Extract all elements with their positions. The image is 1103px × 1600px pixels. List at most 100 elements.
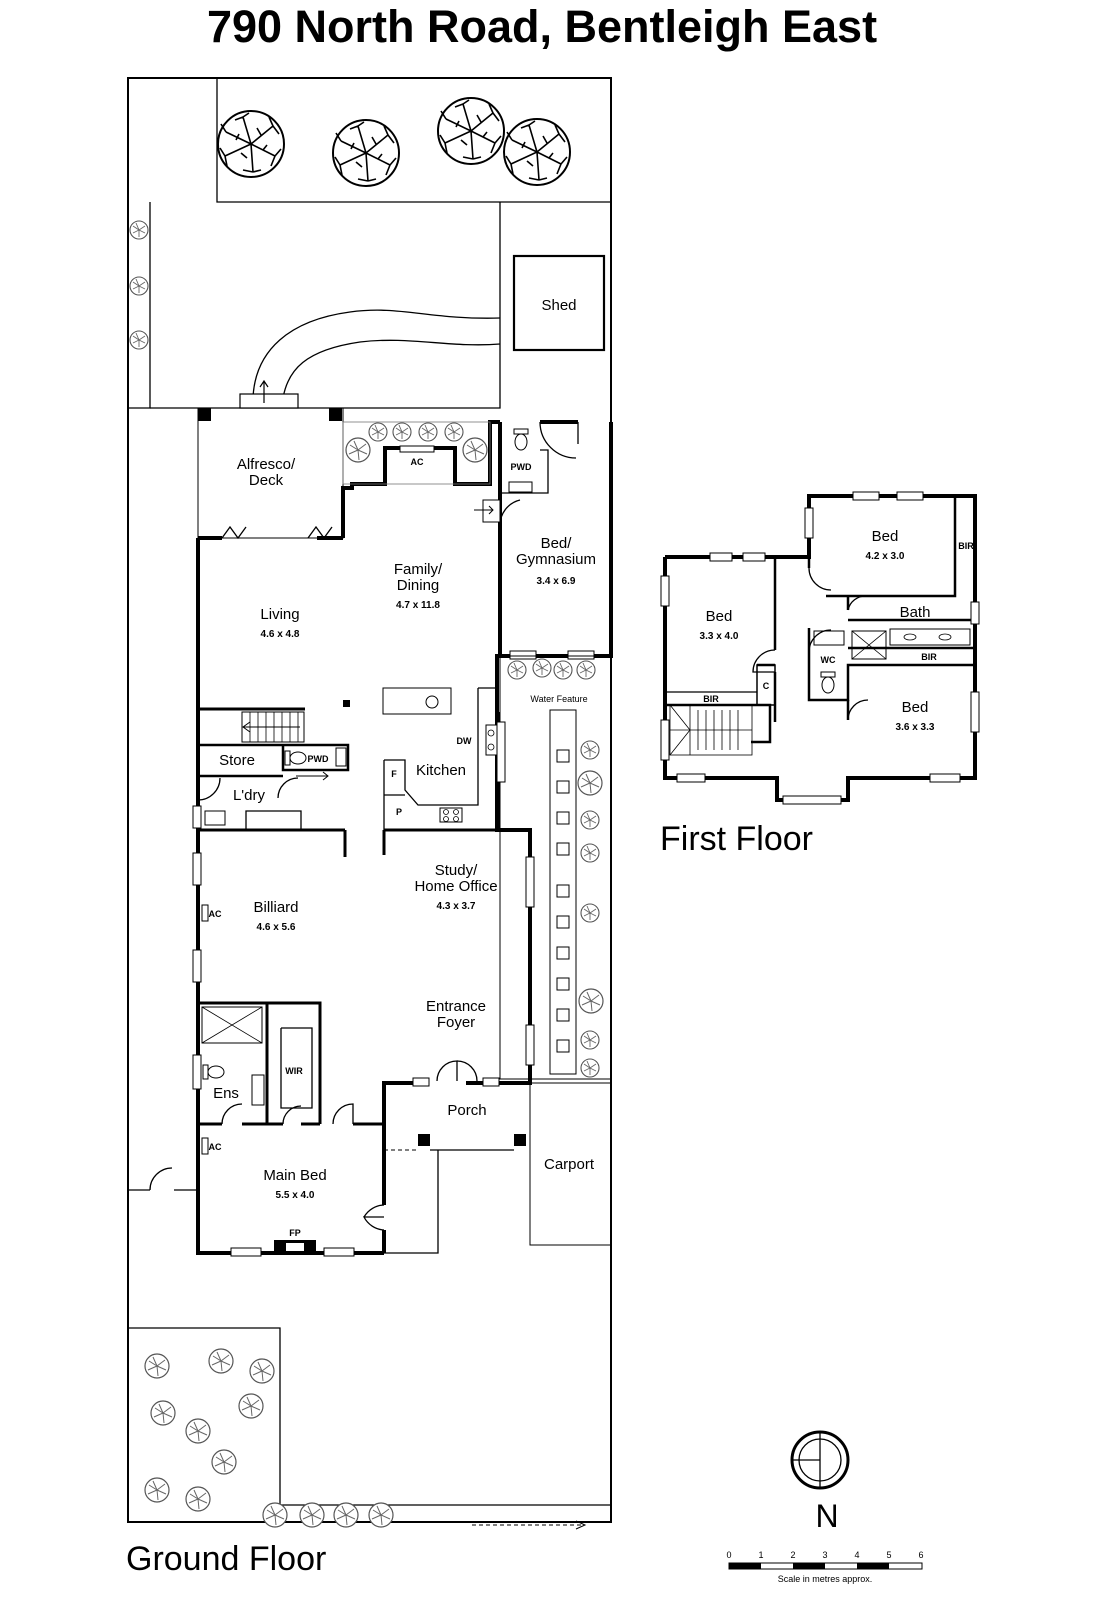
tree-icon	[332, 119, 400, 187]
basin	[508, 481, 533, 493]
shrub-icon	[553, 660, 573, 680]
compass: N	[790, 1430, 850, 1534]
alfresco-label: Alfresco/	[237, 456, 296, 473]
door-swing	[808, 567, 832, 591]
window	[192, 949, 202, 983]
bir-label: BIR	[958, 541, 974, 551]
scale-ticks: 0 1 2 3 4 5 6	[726, 1550, 923, 1560]
shrub-icon	[144, 1353, 170, 1379]
front-door	[436, 1060, 458, 1082]
shrub-icon	[238, 1393, 264, 1419]
shower-cross	[201, 1006, 263, 1044]
shrub-icon	[249, 1358, 275, 1384]
carport-label: Carport	[544, 1156, 595, 1173]
shrub-icon	[368, 1502, 394, 1528]
garden-path	[282, 339, 501, 399]
wir-shelf	[280, 1027, 313, 1109]
shrub-icon	[333, 1502, 359, 1528]
pwd-wall	[500, 449, 549, 494]
shrub-icon	[368, 422, 388, 442]
fireplace-opening	[286, 1243, 304, 1251]
window	[970, 691, 980, 733]
alfresco-label: Deck	[249, 472, 284, 489]
basin	[938, 633, 952, 641]
basin	[335, 747, 347, 767]
kitchen-bench	[478, 687, 498, 830]
window	[192, 852, 202, 886]
porch-label: Porch	[447, 1102, 486, 1119]
window	[496, 721, 506, 783]
scale-tick: 1	[758, 1550, 763, 1560]
living-label: Living	[260, 606, 299, 623]
ac-label: AC	[411, 457, 424, 467]
pantry-label: P	[396, 807, 402, 817]
window	[852, 491, 880, 501]
door-swing	[282, 1105, 302, 1125]
vanity	[889, 628, 971, 646]
laundry-tub	[204, 810, 226, 826]
window	[323, 1247, 355, 1257]
shrub-icon	[299, 1502, 325, 1528]
shed	[512, 254, 606, 352]
window	[929, 773, 961, 783]
shrub-icon	[211, 1449, 237, 1475]
bir-label: BIR	[703, 694, 719, 704]
step	[239, 393, 299, 409]
scale-segment	[857, 1563, 889, 1569]
stepping-stones	[556, 749, 570, 1053]
shower-cross	[851, 630, 887, 660]
shrub-icon	[129, 330, 149, 350]
ensuite-label: Ens	[213, 1085, 239, 1102]
toilet-icon	[820, 671, 836, 694]
bifold-door	[307, 525, 333, 540]
kitchen-island	[382, 687, 452, 715]
window	[709, 552, 733, 562]
family-label: Dining	[397, 577, 440, 594]
window	[509, 650, 537, 660]
ac-unit	[201, 1137, 209, 1155]
shower	[851, 630, 887, 660]
entrance-label: Foyer	[437, 1014, 475, 1031]
scale-caption: Scale in metres approx.	[778, 1574, 873, 1584]
sink	[487, 743, 495, 751]
window	[192, 805, 202, 829]
kitchen-label: Kitchen	[416, 762, 466, 779]
ac-billiard-label: AC	[209, 909, 222, 919]
door-swing	[808, 629, 832, 653]
arrow-left-icon	[242, 721, 300, 733]
shrub-icon	[150, 1400, 176, 1426]
door-swing	[752, 649, 776, 673]
main-bed-label: Main Bed	[263, 1167, 326, 1184]
door-swing	[539, 421, 577, 459]
water-feature-label: Water Feature	[530, 694, 587, 704]
first-floor-walls	[663, 494, 977, 802]
toilet-icon	[202, 1064, 225, 1080]
door-swing	[332, 1103, 354, 1125]
window	[230, 1247, 262, 1257]
scale-segment	[729, 1563, 761, 1569]
shrub-icon	[532, 658, 552, 678]
window	[782, 795, 842, 805]
gate	[149, 1167, 173, 1191]
shrub-icon	[418, 422, 438, 442]
garden-path	[252, 309, 501, 399]
shrub-icon	[144, 1477, 170, 1503]
pwd-label: PWD	[308, 754, 329, 764]
shrub-icon	[444, 422, 464, 442]
door-swing	[277, 777, 299, 799]
wc-label: WC	[821, 655, 836, 665]
scale-tick: 3	[822, 1550, 827, 1560]
first-floor-plan: BIR BIR BIR C Bed 4.2 x 3.0	[660, 491, 980, 858]
front-garden	[128, 1327, 611, 1506]
shrub-icon	[577, 770, 603, 796]
study-label: Home Office	[414, 878, 497, 895]
water-feature-garden	[499, 655, 612, 1080]
cupboard-label: C	[763, 681, 770, 691]
shrub-icon	[580, 1058, 600, 1078]
north-label: N	[815, 1498, 838, 1534]
bed-gym-dimensions: 3.4 x 6.9	[537, 576, 576, 587]
study-label: Study/	[435, 862, 478, 879]
window	[742, 552, 766, 562]
rear-garden-line	[216, 78, 611, 203]
